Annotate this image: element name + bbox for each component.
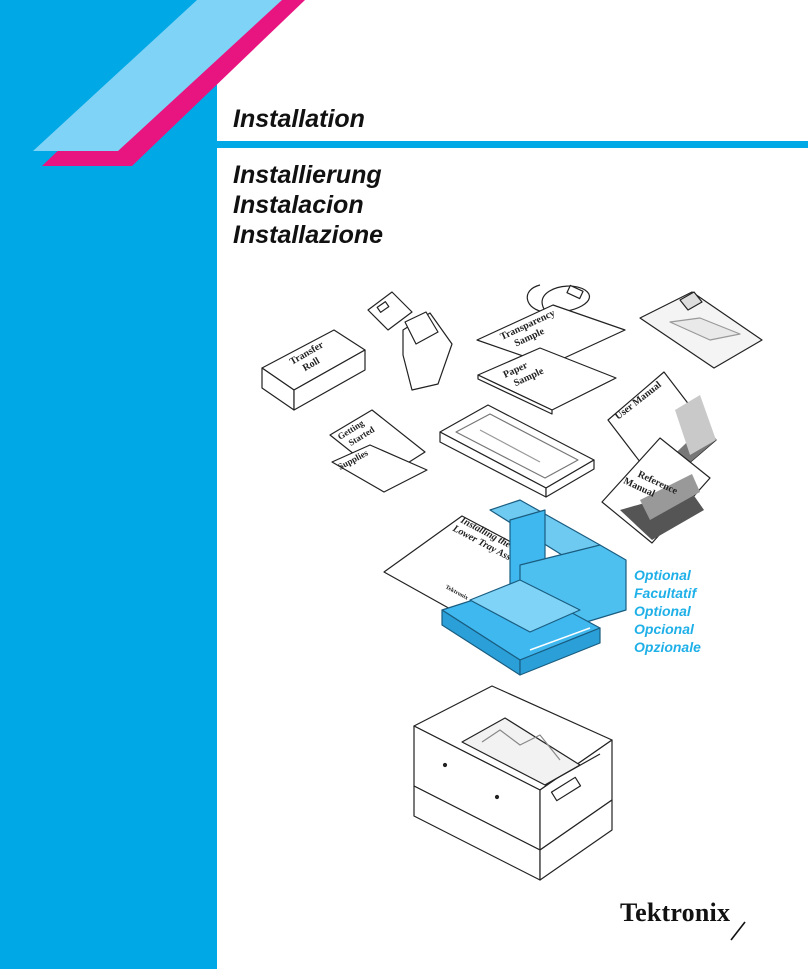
paper-sample-sheet: Paper Sample <box>477 347 617 415</box>
printer <box>413 685 613 881</box>
optional-lower-tray <box>441 499 627 676</box>
optional-label-de: Optional <box>634 603 691 619</box>
light-blue-stripe <box>33 0 282 151</box>
translated-titles: Installierung Instalacion Installazione <box>233 160 383 250</box>
optional-label-list: Optional Facultatif Optional Opcional Op… <box>634 566 701 656</box>
accessory-bag <box>639 291 763 369</box>
title-rule <box>217 141 808 148</box>
tektronix-logo: Tektronix <box>620 898 731 927</box>
corner-stripes <box>33 0 305 166</box>
optional-label-it: Opzionale <box>634 639 701 655</box>
diskettes <box>367 291 453 391</box>
page-title: Installation <box>233 105 365 133</box>
optional-label-es: Opcional <box>634 621 694 637</box>
paper-tray <box>439 404 595 498</box>
reference-manual: Reference Manual <box>601 437 711 544</box>
logo-slash-mark <box>730 921 746 941</box>
title-italian: Installazione <box>233 221 384 249</box>
optional-label-fr: Facultatif <box>634 585 697 601</box>
title-spanish: Instalacion <box>233 191 364 219</box>
optional-label-en: Optional <box>634 567 691 583</box>
title-german: Installierung <box>233 161 382 189</box>
package-contents-illustration: Transfer Roll Transparency Sample <box>261 284 763 881</box>
transfer-roll-box: Transfer Roll <box>261 329 366 411</box>
